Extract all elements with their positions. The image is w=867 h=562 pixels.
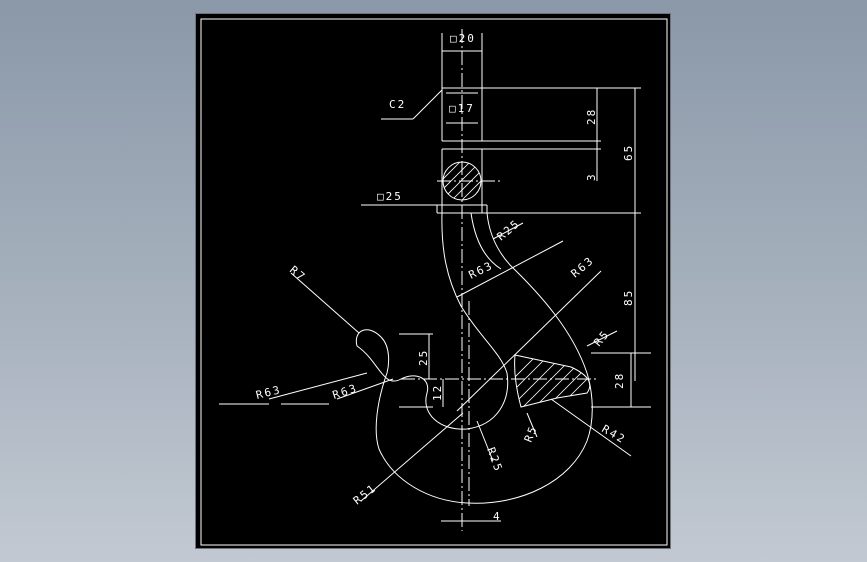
dim-r63-left-inner: R63 [331,381,360,401]
dim-height-25: 25 [417,349,430,366]
dim-r5-low: R5 [522,423,541,444]
dim-height-65: 65 [622,144,635,161]
dim-r51: R51 [351,481,379,507]
dim-r63-right: R63 [569,254,597,281]
dim-height-28-top: 28 [585,108,598,125]
dimension-labels: □20 C2 □17 28 65 3 □25 R25 R63 R63 R7 85… [255,32,635,523]
dim-dia-20: □20 [450,32,476,45]
dim-height-3: 3 [585,172,598,181]
dim-height-28-right: 28 [613,372,626,389]
dim-r25-low: R25 [484,446,505,475]
dim-r42: R42 [600,422,629,446]
dim-width-4: 4 [493,510,502,523]
hook-outline [355,212,593,504]
inner-frame [200,18,668,546]
dim-r5-right: R5 [591,327,612,349]
dim-dia-25: □25 [377,190,403,203]
dim-r63-left-outer: R63 [255,383,283,402]
dim-chamfer-c2: C2 [389,98,406,111]
dim-height-12: 12 [431,384,444,401]
dimension-lines [219,33,651,522]
drawing-sheet: □20 C2 □17 28 65 3 □25 R25 R63 R63 R7 85… [195,13,671,549]
dim-r7: R7 [287,263,309,284]
hook-section-hatch [514,354,591,408]
hook-technical-drawing: □20 C2 □17 28 65 3 □25 R25 R63 R63 R7 85… [200,18,668,546]
dim-r63-upper: R63 [467,259,496,282]
dim-height-85: 85 [622,289,635,306]
dim-r25-top: R25 [495,217,523,244]
dim-dia-17: □17 [449,102,475,115]
